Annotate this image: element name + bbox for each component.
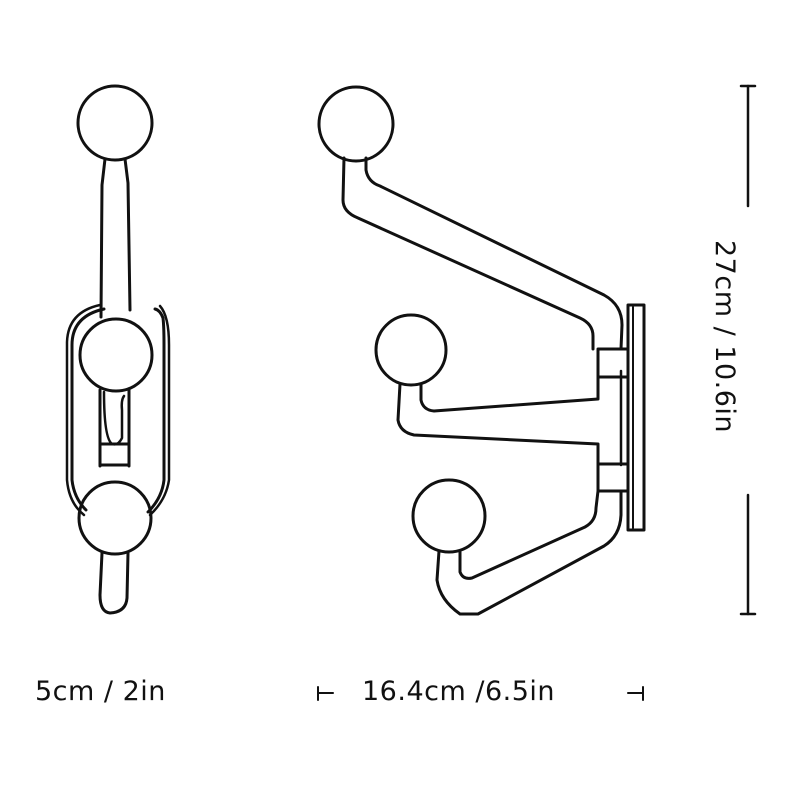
height-dimension-text: 27cm / 10.6in <box>709 240 740 433</box>
side-view <box>65 84 171 615</box>
depth-dimension-label: 5cm / 2in <box>35 676 166 707</box>
width-dimension-label: 16.4cm /6.5in <box>362 676 555 707</box>
front-top-knob <box>317 85 395 163</box>
front-bottom-knob <box>411 478 487 554</box>
top-knob <box>76 84 154 162</box>
width-dimension-line <box>317 686 644 701</box>
front-view <box>317 85 646 616</box>
bottom-knob <box>77 480 153 556</box>
front-middle-knob <box>374 313 448 387</box>
height-dimension-label: 27cm / 10.6in <box>709 240 740 433</box>
height-dimension-line <box>739 84 757 616</box>
wall-plate <box>626 303 646 532</box>
middle-knob <box>78 317 154 393</box>
